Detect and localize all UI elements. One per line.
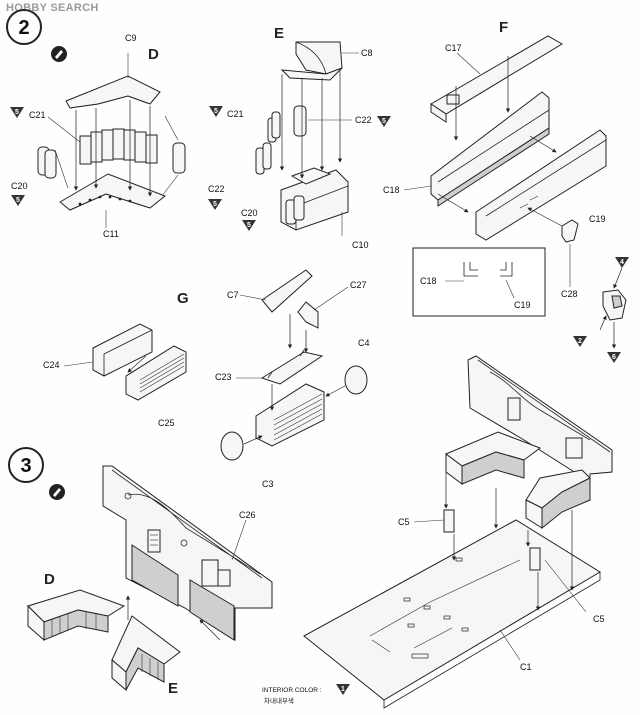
- subassembly-e: [255, 41, 349, 236]
- step-2-marker: 2: [6, 9, 42, 45]
- color-code-5-text: 5: [247, 222, 251, 229]
- step-2-number: 2: [18, 17, 29, 39]
- part-label-c20-e: C20: [241, 208, 258, 218]
- part-label-c21: C21: [29, 110, 46, 120]
- part-label-c10: C10: [352, 240, 369, 250]
- part-label-c27: C27: [350, 280, 367, 290]
- color-code-4-text: 4: [620, 259, 624, 266]
- glue-icon: [49, 484, 65, 500]
- part-label-c23: C23: [215, 372, 232, 382]
- color-code-5-triangle: 5: [11, 195, 25, 206]
- part-label-c7: C7: [227, 290, 239, 300]
- color-code-2-triangle: 2: [573, 336, 587, 347]
- color-code-4-triangle: 4: [615, 257, 629, 268]
- color-code-5-triangle: 5: [242, 220, 256, 231]
- part-label-c24: C24: [43, 360, 60, 370]
- color-code-5-triangle: 5: [10, 107, 24, 118]
- part-label-c22-e: C22: [355, 115, 372, 125]
- color-code-5-triangle: 5: [209, 106, 223, 117]
- c28-color-detail: [599, 267, 627, 349]
- part-label-c25: C25: [158, 418, 175, 428]
- part-label-c4: C4: [358, 338, 370, 348]
- part-label-c18: C18: [383, 185, 400, 195]
- color-code-2-text: 2: [578, 338, 582, 345]
- subassembly-d-placed: [27, 589, 126, 642]
- color-code-5-text: 5: [214, 108, 218, 115]
- color-code-5-triangle: 5: [377, 116, 391, 127]
- part-label-c19: C19: [589, 214, 606, 224]
- section-e-label: E: [274, 25, 284, 42]
- color-code-5-text: 5: [16, 197, 20, 204]
- interior-color-label: INTERIOR COLOR :: [262, 687, 322, 694]
- interior-color-korean: 차내내부색: [264, 696, 294, 705]
- color-code-6-text: 6: [612, 354, 616, 361]
- section-d3-label: D: [44, 571, 55, 588]
- subassembly-g: [92, 269, 368, 461]
- part-label-c28: C28: [561, 289, 578, 299]
- color-code-1-text: 1: [341, 686, 345, 693]
- floor-assembly-c1: [303, 355, 613, 709]
- color-code-5-text: 5: [213, 201, 217, 208]
- part-label-c5-b: C5: [593, 614, 605, 624]
- part-label-c21-e: C21: [227, 109, 244, 119]
- color-code-5-text: 5: [382, 118, 386, 125]
- part-label-c18-inset: C18: [420, 276, 437, 286]
- interior-color-legend: INTERIOR COLOR : 차내내부색 1: [262, 684, 350, 705]
- section-d-label: D: [148, 46, 159, 63]
- part-label-c11: C11: [103, 229, 119, 239]
- color-code-1-triangle: 1: [336, 684, 350, 695]
- part-label-c19-inset: C19: [514, 300, 531, 310]
- part-label-c20: C20: [11, 181, 28, 191]
- color-code-6-triangle: 6: [607, 352, 621, 363]
- section-f-label: F: [499, 19, 508, 36]
- color-code-5-text: 5: [15, 109, 19, 116]
- step-3-number: 3: [20, 455, 31, 477]
- part-label-c9: C9: [125, 33, 137, 43]
- part-label-c3: C3: [262, 479, 274, 489]
- part-label-c8: C8: [361, 48, 373, 58]
- section-g-label: G: [177, 290, 189, 307]
- section-e3-label: E: [168, 680, 178, 697]
- subassembly-f: [430, 35, 607, 243]
- wall-panel-c26: [102, 465, 273, 641]
- rail-detail-inset: [412, 247, 546, 317]
- part-label-c17: C17: [445, 43, 462, 53]
- subassembly-e-placed: [111, 615, 181, 692]
- part-label-c22: C22: [208, 184, 225, 194]
- glue-icon: [51, 46, 67, 62]
- subassembly-d: [37, 53, 186, 228]
- step-3-marker: 3: [8, 447, 44, 483]
- part-label-c1: C1: [520, 662, 532, 672]
- part-label-c26: C26: [239, 510, 256, 520]
- part-label-c5: C5: [398, 517, 410, 527]
- color-code-5-triangle: 5: [208, 199, 222, 210]
